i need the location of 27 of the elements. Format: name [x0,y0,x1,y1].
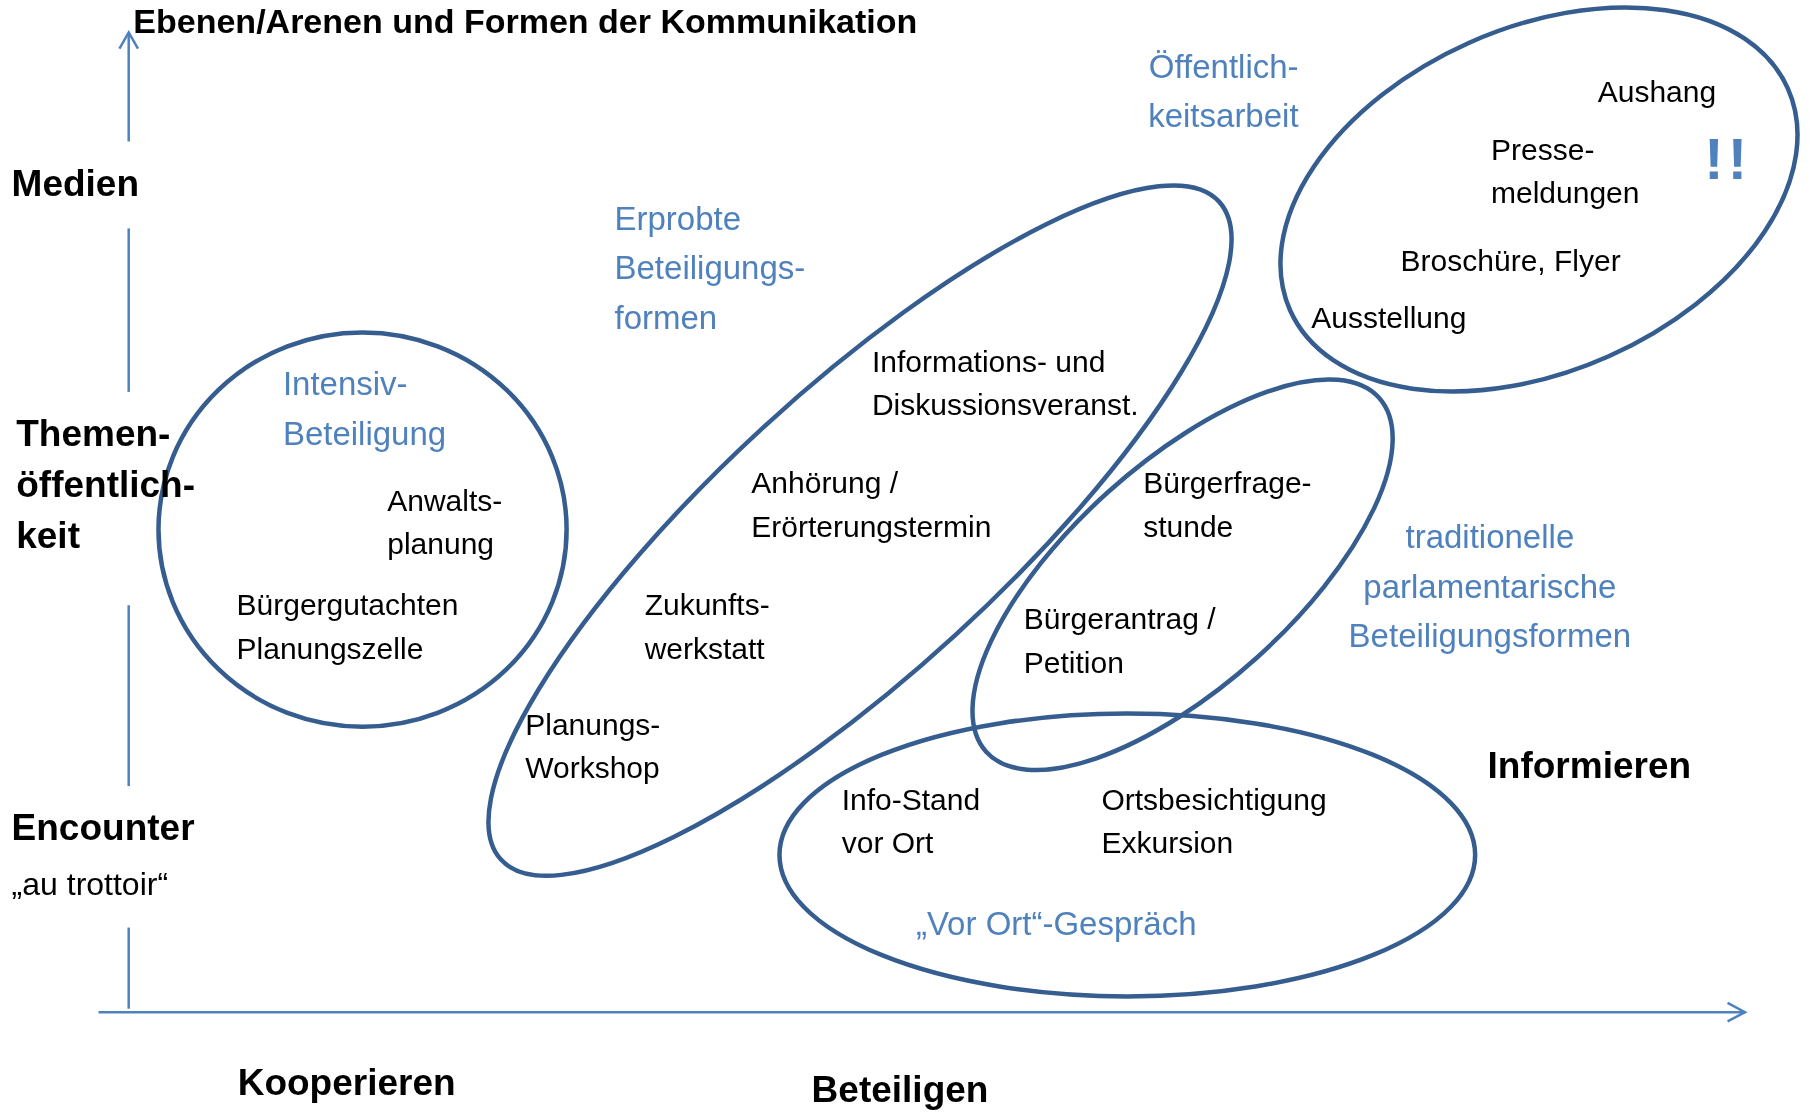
diagram-title: Ebenen/Arenen und Formen der Kommunikation [133,1,918,42]
item-text: Broschüre, Flyer [1400,242,1622,279]
item-text: Ortsbesichtigung Exkursion [1101,781,1328,862]
item-text: Zukunfts- werkstatt [644,587,771,667]
axis-label: Informieren [1487,743,1693,788]
item-text: Anwalts- planung [387,482,504,563]
item-text: Planungs- Workshop [525,706,662,787]
axis-label: Kooperieren [237,1061,457,1106]
item-text: Info-Stand vor Ort [841,781,982,862]
item-text: Ausstellung [1311,299,1468,336]
group-heading: „Vor Ort“-Gespräch [915,903,1198,944]
axis-label: Encounter [11,806,196,851]
group-heading: traditionelle parlamentarische Beteiligungsformen [1347,517,1633,657]
item-text: Bürgerfrage- stunde [1143,465,1313,545]
group-heading: Öffentlich- keitsarbeit [1147,46,1299,137]
exclamation-marks: !! [1704,129,1752,188]
item-text: Anhörung / Erörterungstermin [751,465,993,545]
item-text: Aushang [1597,73,1718,110]
group-heading: Intensiv- Beteiligung [282,364,448,454]
axis-label: Beteiligen [811,1068,990,1113]
item-text: Bürgergutachten Planungszelle [236,587,460,667]
group-heading: Erprobte Beteiligungs- formen [614,198,807,338]
axis-note: „au trottoir“ [11,864,170,904]
item-text: Informations- und Diskussionsveranst. [871,343,1140,424]
item-text: Bürgerantrag / Petition [1023,601,1217,681]
axis-label: Medien [11,161,141,206]
item-text: Presse- meldungen [1491,131,1641,211]
